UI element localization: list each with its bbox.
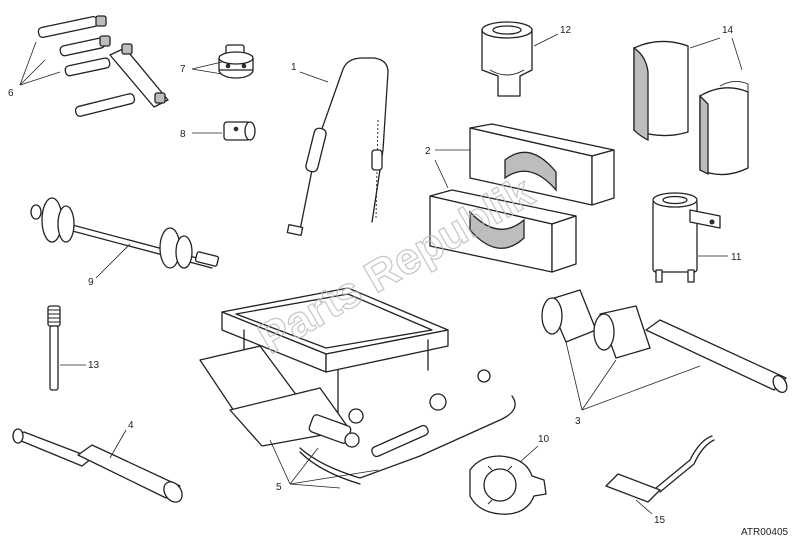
callout-5: 5: [276, 482, 282, 493]
part-12-socket[interactable]: [481, 21, 533, 97]
callout-6: 6: [8, 88, 14, 99]
callout-15: 15: [654, 515, 666, 526]
callout-12: 12: [560, 25, 572, 36]
drawing-code: ATR00405: [741, 527, 789, 538]
callout-14: 14: [722, 25, 734, 36]
callout-13: 13: [88, 360, 100, 371]
callout-8: 8: [180, 129, 186, 140]
callout-1: 1: [291, 62, 297, 73]
part-3-shaft-sleeves[interactable]: [541, 289, 790, 395]
part-2-split-block[interactable]: [429, 123, 615, 273]
part-15-probe-tool[interactable]: [605, 435, 715, 503]
central-stand-jack[interactable]: [199, 287, 516, 485]
callout-10: 10: [538, 434, 550, 445]
part-13-threaded-pin[interactable]: [47, 305, 61, 391]
callout-4: 4: [128, 420, 134, 431]
part-10-ring-spanner[interactable]: [469, 455, 547, 515]
part-11-puller[interactable]: [652, 192, 721, 283]
callout-9: 9: [88, 277, 94, 288]
callout-2: 2: [425, 146, 431, 157]
part-4-handle[interactable]: [12, 428, 186, 506]
part-7-adapter[interactable]: [218, 44, 254, 79]
callout-7: 7: [180, 64, 186, 75]
callout-3: 3: [575, 416, 581, 427]
part-9-bearing-shaft[interactable]: [30, 197, 220, 269]
part-1-wire-hook[interactable]: [286, 57, 389, 237]
part-14-split-shells[interactable]: [633, 40, 749, 176]
callout-11: 11: [731, 252, 742, 263]
part-6-rod-set[interactable]: [37, 15, 169, 117]
part-8-sleeve[interactable]: [223, 121, 256, 141]
